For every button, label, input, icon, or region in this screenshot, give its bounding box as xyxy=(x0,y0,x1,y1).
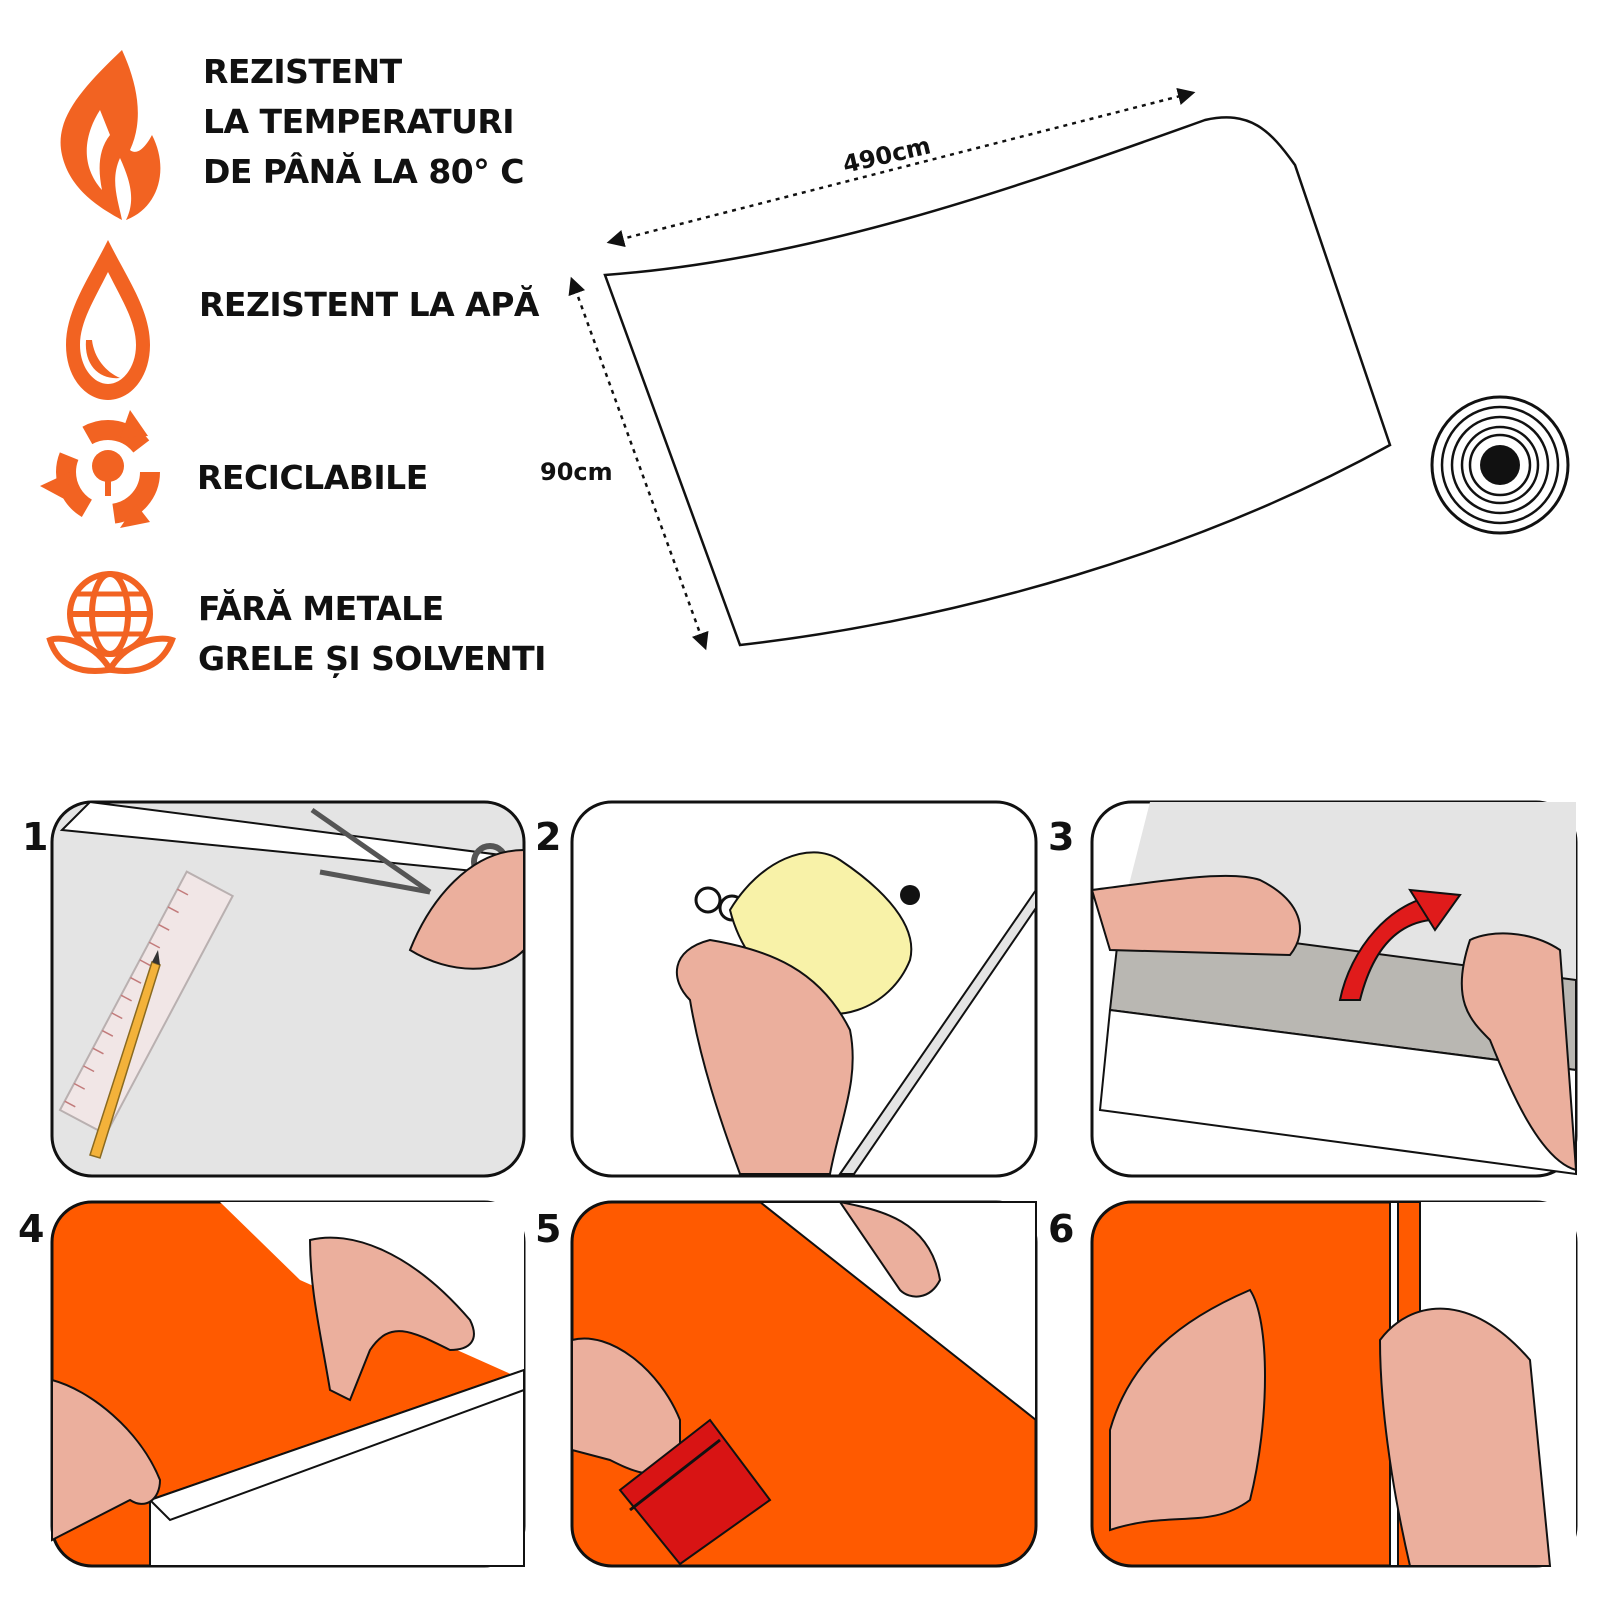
roll-end-icon xyxy=(1430,395,1570,535)
step-number-1: 1 xyxy=(22,815,49,859)
hand-icon xyxy=(675,938,854,1175)
feature-temperature: REZISTENT LA TEMPERATURI DE PÂNĂ LA 80° … xyxy=(203,47,524,197)
recycle-tree-icon xyxy=(40,410,160,528)
step-3-panel xyxy=(1090,800,1578,1178)
feature-line: RECICLABILE xyxy=(197,458,428,497)
width-label: 90cm xyxy=(540,458,613,486)
feature-line: REZISTENT LA APĂ xyxy=(199,285,539,324)
feature-recyclable: RECICLABILE xyxy=(197,453,428,503)
length-dimension-line xyxy=(606,87,1196,248)
step-number-6: 6 xyxy=(1048,1207,1075,1251)
right-hand-icon xyxy=(308,1236,475,1402)
left-hand-icon xyxy=(1090,874,1301,957)
pencil-icon xyxy=(89,950,161,1159)
hand-icon xyxy=(408,848,525,970)
feature-line: FĂRĂ METALE xyxy=(198,589,444,628)
globe-leaves-icon xyxy=(46,571,176,674)
vinyl-sheet xyxy=(603,116,1392,647)
flame-icon xyxy=(60,50,161,220)
hand-icon xyxy=(571,1337,681,1476)
feature-icons xyxy=(40,50,176,674)
right-hand-icon xyxy=(1460,932,1578,1172)
step-4-panel xyxy=(50,1200,526,1568)
feature-line: GRELE ȘI SOLVENTI xyxy=(198,639,546,678)
squeegee-icon xyxy=(618,1418,772,1566)
feature-line: LA TEMPERATURI xyxy=(203,102,515,141)
water-drop-icon xyxy=(66,240,150,400)
step-number-5: 5 xyxy=(535,1207,562,1251)
right-hand-icon xyxy=(1378,1307,1552,1567)
step-1-panel xyxy=(50,800,526,1178)
width-dimension-line xyxy=(568,276,709,651)
feature-line: DE PÂNĂ LA 80° C xyxy=(203,152,524,191)
feature-no-metals: FĂRĂ METALE GRELE ȘI SOLVENTI xyxy=(198,584,546,684)
feature-line: REZISTENT xyxy=(203,52,402,91)
left-hand-icon xyxy=(51,1378,162,1542)
hand-icon xyxy=(837,1200,942,1298)
left-hand-icon xyxy=(1109,1288,1266,1532)
step-5-panel xyxy=(570,1200,1038,1568)
feature-water: REZISTENT LA APĂ xyxy=(199,280,539,330)
step-2-panel xyxy=(570,800,1038,1178)
step-number-4: 4 xyxy=(18,1207,45,1251)
step-number-3: 3 xyxy=(1048,815,1075,859)
vinyl-roll-illustration: 490cm 90cm xyxy=(540,87,1570,651)
step-6-panel xyxy=(1090,1200,1578,1568)
length-label: 490cm xyxy=(840,131,933,178)
step-number-2: 2 xyxy=(535,815,562,859)
